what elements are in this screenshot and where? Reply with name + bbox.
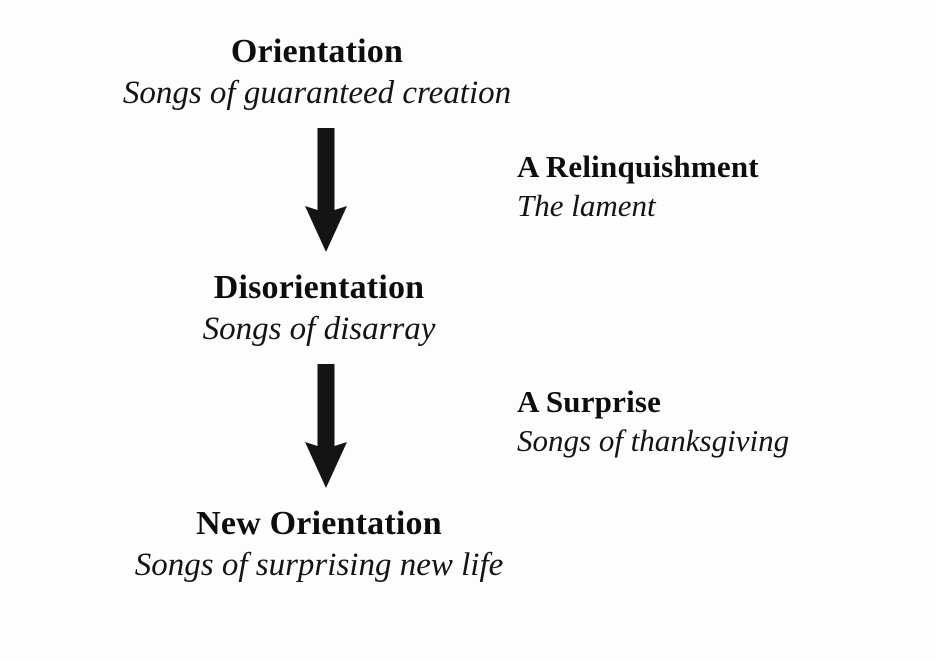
stage-orientation-subtitle: Songs of guaranteed creation — [122, 75, 512, 111]
arrow-down-disorientation-to-new-orientation — [288, 364, 364, 492]
stage-new-orientation-title: New Orientation — [196, 505, 442, 542]
stage-disorientation-title: Disorientation — [213, 269, 425, 306]
note-surprise: A Surprise Songs of thanksgiving — [517, 383, 789, 461]
arrow-down-orientation-to-disorientation — [288, 128, 364, 256]
stage-new-orientation: New Orientation Songs of surprising new … — [0, 504, 638, 586]
stage-orientation-title: Orientation — [230, 33, 404, 70]
note-relinquishment-subtitle: The lament — [517, 188, 656, 223]
note-surprise-subtitle: Songs of thanksgiving — [517, 423, 790, 458]
stage-disorientation: Disorientation Songs of disarray — [0, 268, 638, 350]
stage-disorientation-subtitle: Songs of disarray — [202, 311, 436, 347]
note-relinquishment: A Relinquishment The lament — [517, 148, 759, 226]
note-relinquishment-title: A Relinquishment — [517, 149, 759, 184]
stage-new-orientation-subtitle: Songs of surprising new life — [134, 547, 504, 583]
stage-orientation: Orientation Songs of guaranteed creation — [0, 32, 634, 114]
note-surprise-title: A Surprise — [517, 384, 662, 419]
